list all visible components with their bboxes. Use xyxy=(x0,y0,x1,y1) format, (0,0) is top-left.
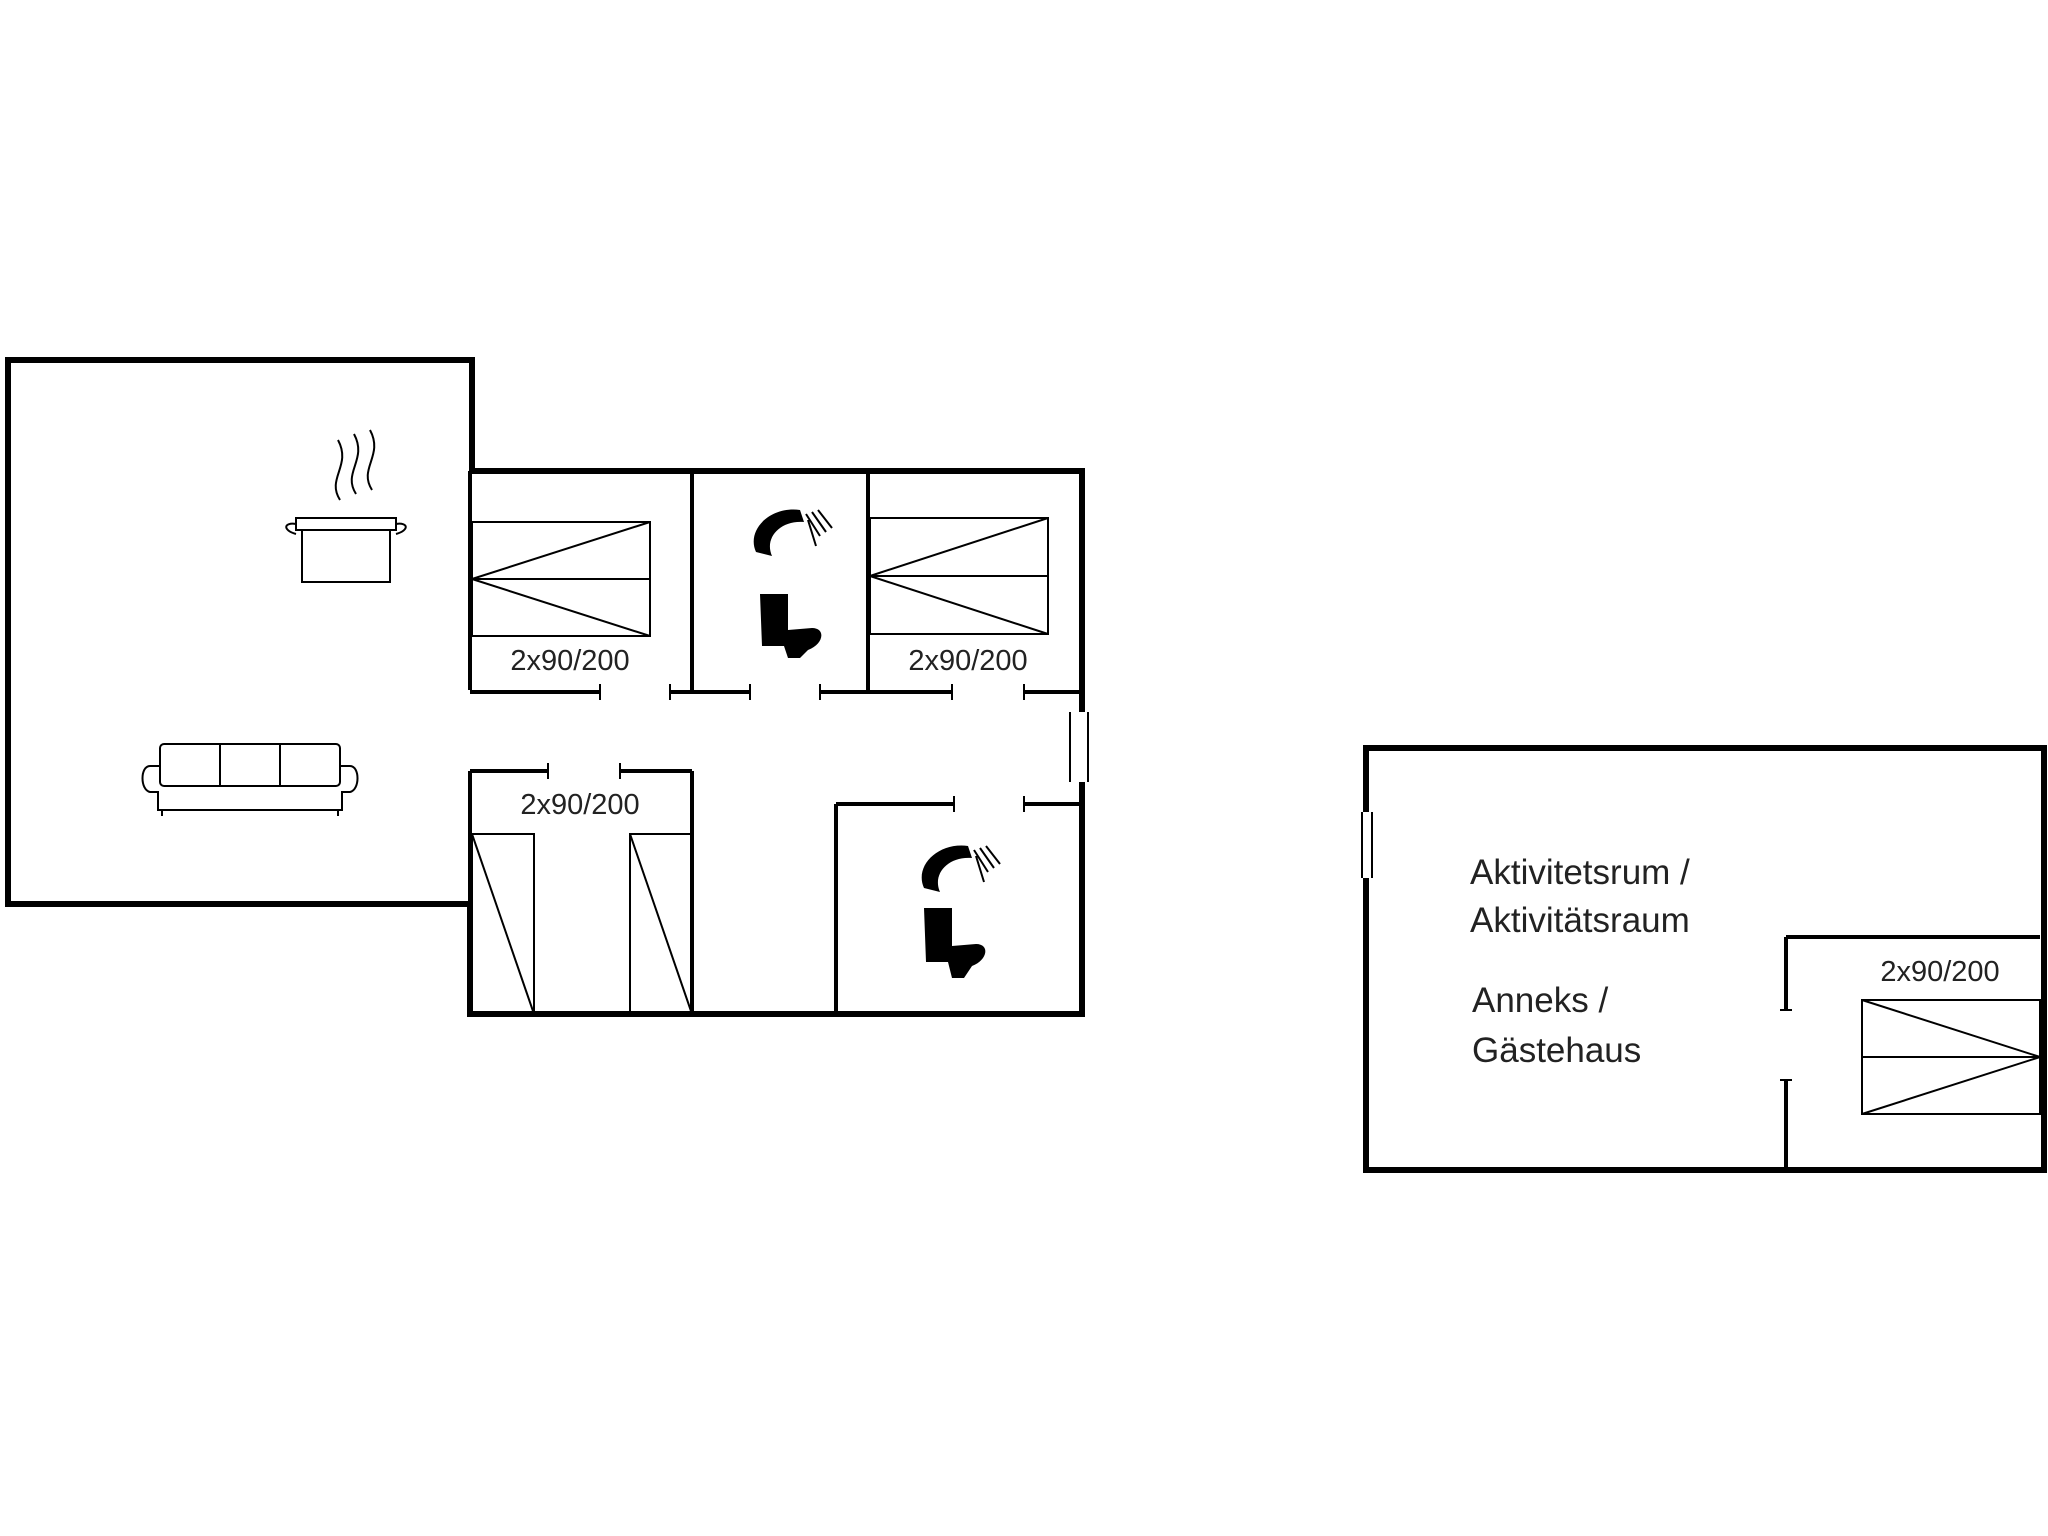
bed-size-label: 2x90/200 xyxy=(520,789,639,821)
annex-door-opening xyxy=(1360,812,1374,878)
shower-icon xyxy=(753,509,833,556)
bed-icon xyxy=(1861,999,2041,1115)
bed-size-label: 2x90/200 xyxy=(908,645,1027,677)
toilet-icon xyxy=(760,594,822,658)
room-label-activity-de: Aktivitätsraum xyxy=(1470,901,1690,940)
main-house-outer-wall xyxy=(5,357,1085,1017)
sofa-icon xyxy=(141,743,359,816)
room-label-activity: Aktivitetsrum / xyxy=(1470,853,1690,892)
room-label-annex-de: Gästehaus xyxy=(1472,1031,1641,1070)
door-jambs xyxy=(547,684,1025,812)
bed-size-label: 2x90/200 xyxy=(510,645,629,677)
bed-icon xyxy=(471,833,693,1015)
bed-icon xyxy=(869,517,1049,635)
annex-outer-wall xyxy=(1363,745,2047,1173)
main-house: 2x90/200 2x90/200 2x90/200 xyxy=(5,357,1090,1017)
toilet-icon xyxy=(924,908,986,978)
window-opening xyxy=(1074,712,1090,782)
annex-building: 2x90/200 Aktivitetsrum / Aktivitätsraum … xyxy=(1360,745,2047,1173)
shower-icon xyxy=(921,845,1001,892)
bed-icon xyxy=(471,521,651,637)
kitchen-pot-icon xyxy=(285,429,407,583)
room-label-annex: Anneks / xyxy=(1472,981,1608,1020)
bed-size-label: 2x90/200 xyxy=(1880,956,1999,988)
